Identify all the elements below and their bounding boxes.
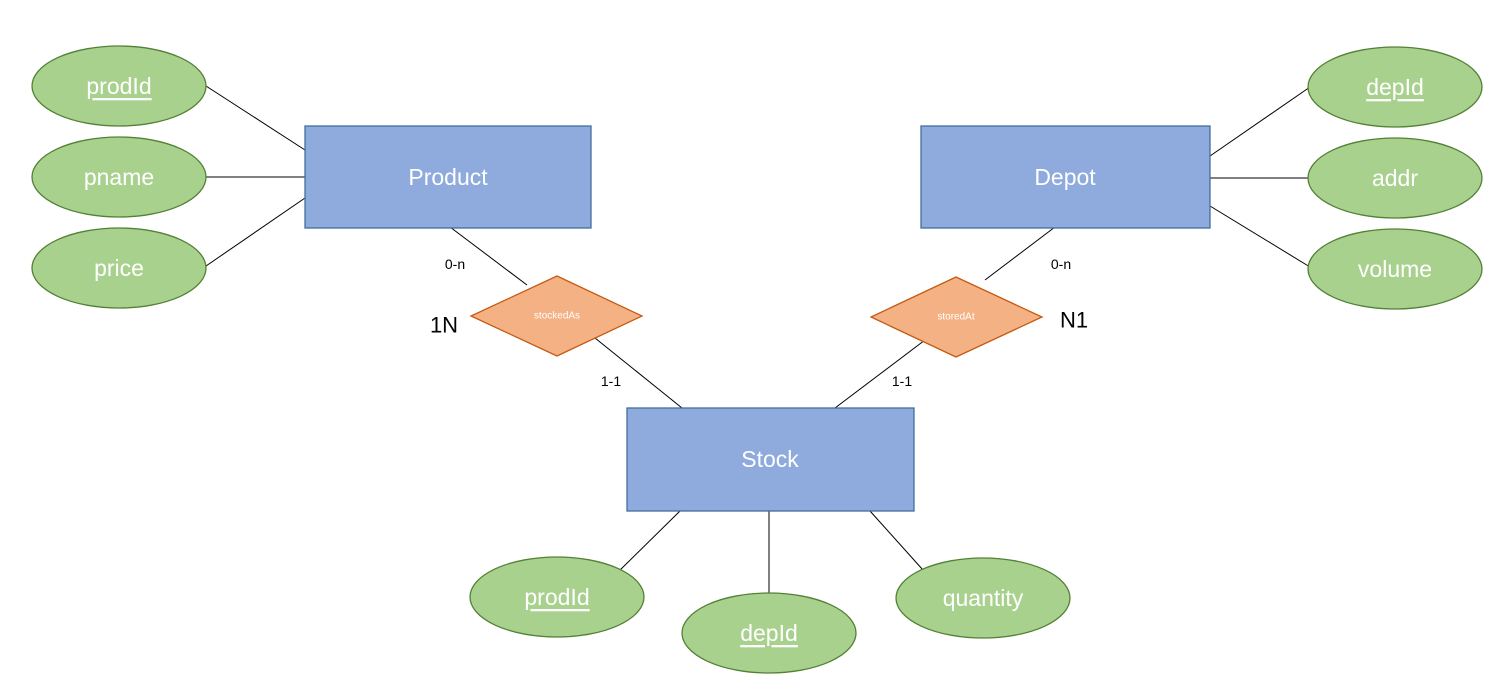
link-stockedas-stock — [594, 337, 683, 409]
entity-stock-label: Stock — [741, 446, 799, 472]
attribute-product-pname: pname — [31, 136, 207, 218]
attribute-product-pname-label: pname — [84, 164, 154, 190]
attribute-stock-depid-label: depId — [740, 620, 798, 646]
attribute-depot-depid: depId — [1307, 46, 1483, 128]
attribute-depot-depid-label: depId — [1366, 74, 1424, 100]
entity-depot-box — [920, 125, 1211, 229]
attribute-stock-prodid-ellipse — [469, 556, 645, 638]
attribute-depot-addr-label: addr — [1372, 165, 1418, 191]
cardinality-storedat-stock: 1-1 — [892, 373, 912, 389]
attribute-depot-volume: volume — [1307, 228, 1483, 310]
attribute-stock-quantity-label: quantity — [943, 585, 1024, 611]
attribute-stock-prodid-label: prodId — [524, 584, 589, 610]
cardinality-depot-storedat: 0-n — [1051, 256, 1071, 272]
attribute-stock-quantity-ellipse — [895, 557, 1071, 639]
relationship-storedat: storedAt — [869, 276, 1044, 358]
attribute-product-prodid: prodId — [31, 45, 207, 127]
link-depot-storedat — [984, 226, 1056, 281]
connectors — [205, 85, 1311, 600]
entity-product-box — [304, 125, 592, 229]
cardinality-stockedas-stock: 1-1 — [601, 373, 621, 389]
entity-depot: Depot — [920, 125, 1211, 229]
link-stock-prodid — [616, 510, 681, 574]
relationship-storedat-tag: N1 — [1060, 308, 1088, 333]
attribute-depot-volume-label: volume — [1358, 256, 1432, 282]
entity-product-label: Product — [408, 164, 488, 190]
link-product-prodid — [205, 85, 306, 151]
link-depot-depid — [1209, 86, 1311, 157]
attribute-product-prodid-label: prodId — [86, 73, 151, 99]
attribute-depot-depid-ellipse — [1307, 46, 1483, 128]
link-stock-quantity — [869, 510, 924, 571]
link-storedat-stock — [834, 339, 926, 409]
link-product-price — [205, 197, 306, 267]
relationship-storedat-diamond — [869, 276, 1044, 358]
entity-product: Product — [304, 125, 592, 229]
attribute-product-pname-ellipse — [31, 136, 207, 218]
attribute-product-prodid-ellipse — [31, 45, 207, 127]
relationship-storedat-label: storedAt — [937, 312, 974, 323]
attribute-stock-depid-ellipse — [681, 592, 857, 674]
attribute-stock-depid: depId — [681, 592, 857, 674]
relationship-stockedas: stockedAs — [469, 275, 644, 357]
attribute-depot-addr-ellipse — [1307, 137, 1483, 219]
attribute-stock-quantity: quantity — [895, 557, 1071, 639]
link-product-stockedas — [449, 226, 528, 286]
attribute-product-price: price — [31, 227, 207, 309]
entity-depot-label: Depot — [1034, 164, 1096, 190]
attribute-depot-volume-ellipse — [1307, 228, 1483, 310]
attribute-depot-addr: addr — [1307, 137, 1483, 219]
attribute-stock-prodid: prodId — [469, 556, 645, 638]
relationship-stockedas-diamond — [469, 275, 644, 357]
attribute-product-price-ellipse — [31, 227, 207, 309]
link-depot-volume — [1209, 205, 1311, 268]
relationship-stockedas-tag: 1N — [430, 313, 458, 338]
entity-stock: Stock — [626, 407, 915, 512]
cardinality-product-stockedas: 0-n — [445, 256, 465, 272]
relationship-stockedas-label: stockedAs — [534, 311, 580, 322]
attribute-product-price-label: price — [94, 255, 144, 281]
entity-stock-box — [626, 407, 915, 512]
